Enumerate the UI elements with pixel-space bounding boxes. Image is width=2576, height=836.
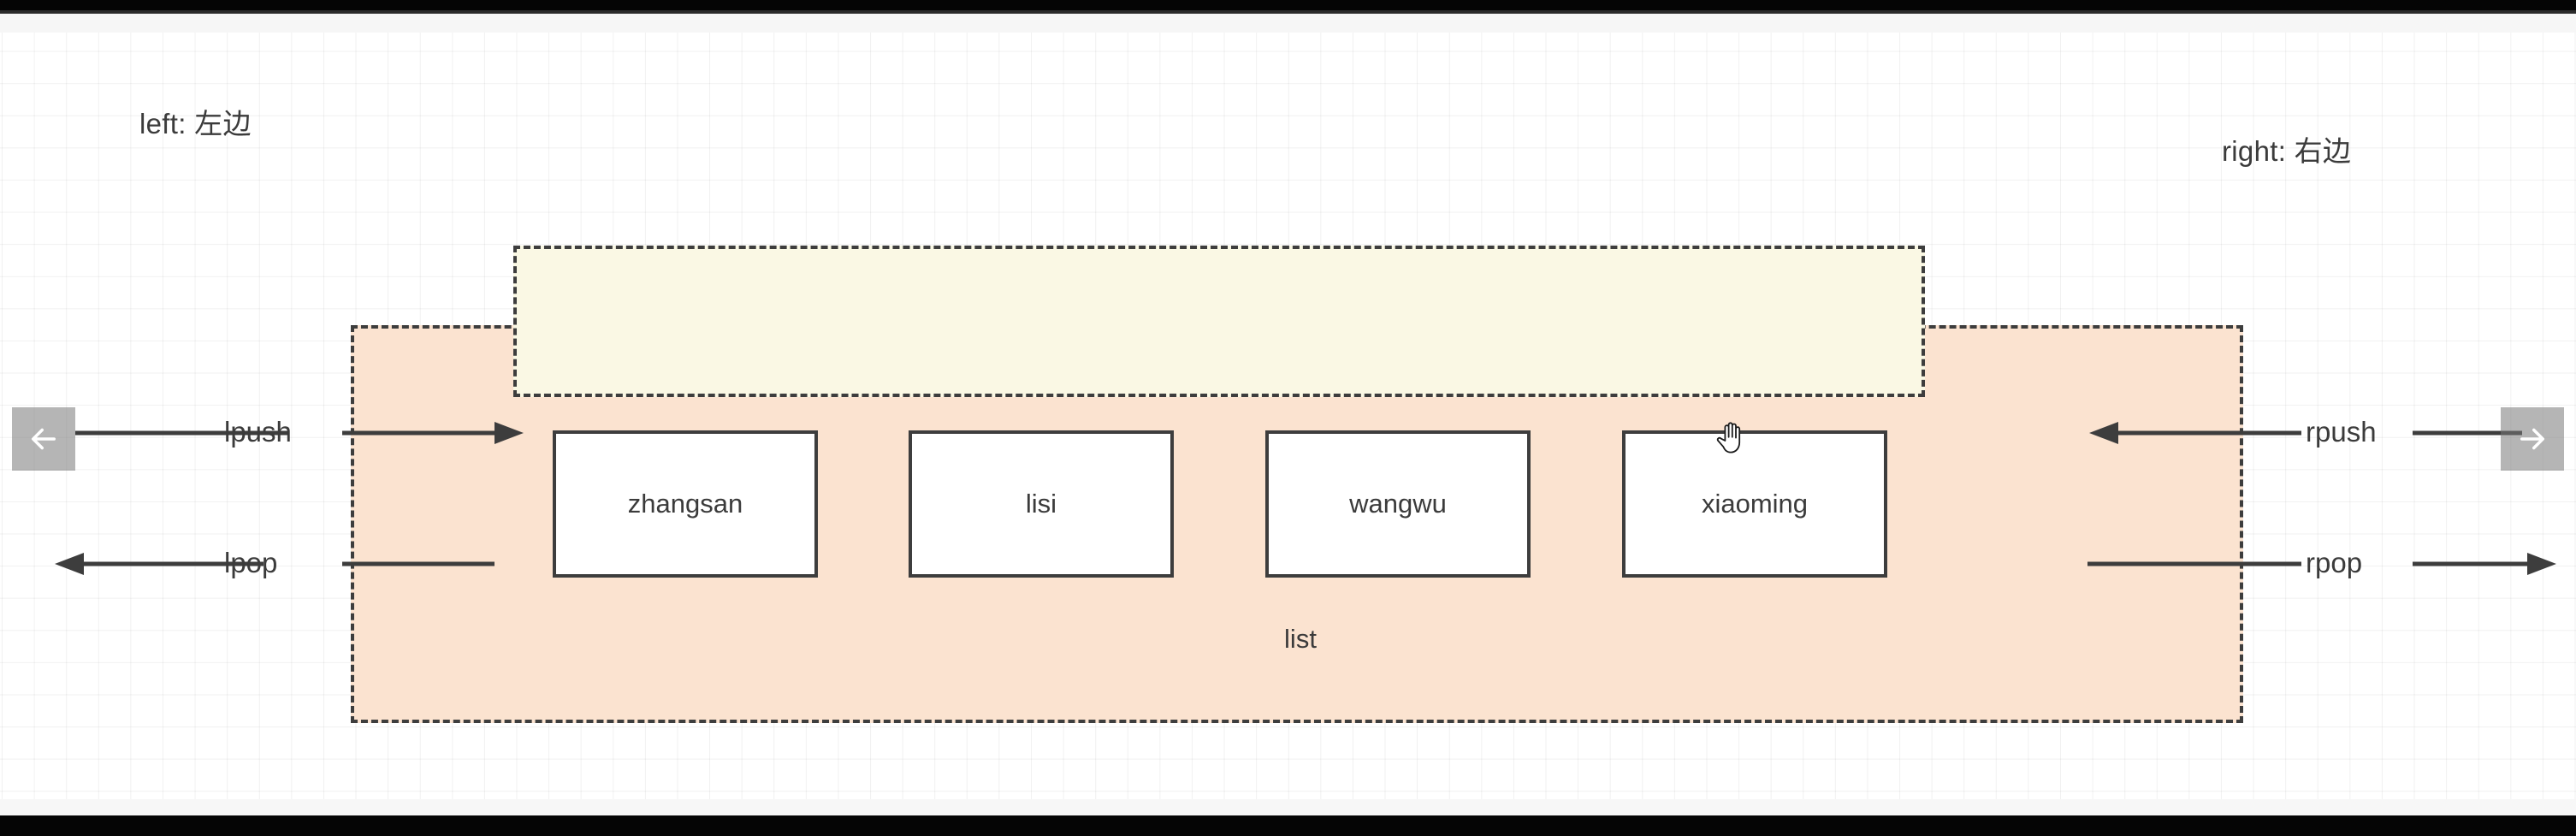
list-label: list <box>1284 624 1317 654</box>
arrow-left-icon <box>32 428 56 450</box>
list-element-value-3: xiaoming <box>1701 489 1809 519</box>
lpush-arrow-left-segment <box>75 430 289 436</box>
list-element-box-2[interactable]: wangwu <box>1265 430 1531 578</box>
list-element-value-2: wangwu <box>1349 489 1447 519</box>
canvas-top-fade <box>0 14 2576 33</box>
arrow-right-icon <box>2520 428 2544 450</box>
rpop-label: rpop <box>2306 547 2363 578</box>
browser-top-chrome <box>0 0 2576 14</box>
rpop-arrow-head <box>2413 553 2556 575</box>
rpop-arrow-tail <box>2087 561 2301 566</box>
nav-forward-button[interactable] <box>2501 407 2564 471</box>
lrange-box[interactable] <box>513 246 1925 397</box>
chrome-divider <box>0 10 2576 14</box>
list-element-value-0: zhangsan <box>627 489 743 519</box>
list-element-box-3[interactable]: xiaoming <box>1622 430 1887 578</box>
rpush-label: rpush <box>2306 416 2377 448</box>
list-element-value-1: lisi <box>1025 489 1057 519</box>
left-side-label: left: 左边 <box>139 108 252 139</box>
list-element-box-0[interactable]: zhangsan <box>553 430 818 578</box>
lpop-arrow-tail <box>342 561 494 566</box>
browser-bottom-chrome <box>0 815 2576 836</box>
diagram-canvas[interactable]: left: 左边 right: 右边 list lrange -4 -3 -2 … <box>0 14 2576 815</box>
right-side-label: right: 右边 <box>2222 135 2352 167</box>
nav-back-button[interactable] <box>12 407 75 471</box>
lpush-label: lpush <box>224 416 292 448</box>
lpush-arrow-head <box>342 422 524 444</box>
lpop-arrow-head <box>55 553 264 575</box>
rpush-arrow-head <box>2089 422 2301 444</box>
list-element-box-1[interactable]: lisi <box>909 430 1174 578</box>
canvas-bottom-fade <box>0 799 2576 815</box>
lpop-label: lpop <box>224 547 278 578</box>
